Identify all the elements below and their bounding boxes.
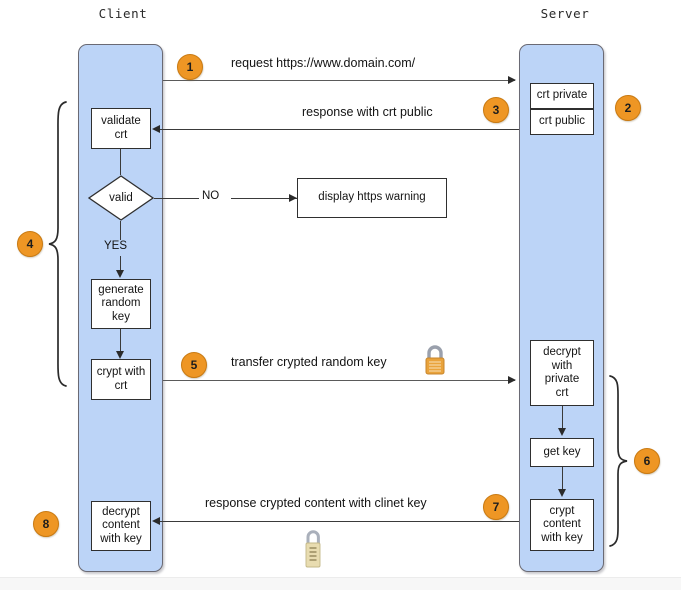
valid-label: valid xyxy=(109,192,133,204)
brace-server-steps xyxy=(606,374,630,548)
padlock-icon-content xyxy=(300,526,326,575)
box-validate-crt: validate crt xyxy=(91,108,151,149)
brace-client-steps xyxy=(46,100,70,388)
step-marker-6: 6 xyxy=(634,448,660,474)
connector-request-line xyxy=(163,80,515,81)
connector-no-right xyxy=(231,198,297,199)
connector-response-content-line xyxy=(159,521,519,522)
box-crypt-content-with-key: crypt content with key xyxy=(530,499,594,551)
client-lane-title: Client xyxy=(98,6,148,21)
connector-no-left xyxy=(154,198,199,199)
arrowhead-to-generate-key xyxy=(115,270,124,278)
box-decrypt-content-with-key: decrypt content with key xyxy=(91,501,151,551)
arrowhead-response-crt xyxy=(152,124,160,133)
connector-transfer-key-line xyxy=(163,380,515,381)
box-display-https-warning: display https warning xyxy=(297,178,447,218)
brace-shape xyxy=(48,101,67,387)
arrowhead-transfer-key xyxy=(508,375,516,384)
brace-shape xyxy=(609,375,628,547)
label-no: NO xyxy=(202,190,220,202)
arrowhead-to-get-key xyxy=(557,428,566,436)
step-marker-3: 3 xyxy=(483,97,509,123)
padlock-icon xyxy=(425,345,445,375)
connector-valid-to-yes xyxy=(120,221,121,240)
box-decrypt-with-private-crt: decrypt with private crt xyxy=(530,340,594,406)
padlock-icon-transfer xyxy=(422,344,448,383)
step-marker-4: 4 xyxy=(17,231,43,257)
connector-yes-to-generate xyxy=(120,256,121,272)
diamond-shape xyxy=(88,175,154,221)
connector-generate-to-crypt xyxy=(120,329,121,354)
message-response-content: response crypted content with clinet key xyxy=(205,496,427,510)
server-lane-title: Server xyxy=(540,6,590,21)
label-yes: YES xyxy=(104,240,128,252)
box-valid-decision: valid xyxy=(88,175,154,221)
padlock-icon xyxy=(305,530,321,568)
step-marker-5: 5 xyxy=(181,352,207,378)
message-request: request https://www.domain.com/ xyxy=(231,56,416,70)
box-crt-public: crt public xyxy=(530,109,594,135)
arrowhead-response-content xyxy=(152,516,160,525)
arrowhead-to-https-warning xyxy=(289,193,297,202)
connector-getkey-to-crypt xyxy=(562,467,563,492)
step-marker-1: 1 xyxy=(177,54,203,80)
box-crypt-with-crt: crypt with crt xyxy=(91,359,151,400)
arrowhead-to-crypt-with-crt xyxy=(115,351,124,359)
message-transfer-key: transfer crypted random key xyxy=(231,355,387,369)
arrowhead-request xyxy=(508,75,516,84)
footer-strip xyxy=(0,577,681,590)
box-get-key: get key xyxy=(530,438,594,467)
connector-response-crt-line xyxy=(159,129,519,130)
arrowhead-to-crypt-content xyxy=(557,489,566,497)
connector-validate-to-valid xyxy=(120,149,121,175)
box-generate-random-key: generate random key xyxy=(91,279,151,329)
connector-decrypt-to-getkey xyxy=(562,406,563,431)
message-response-crt: response with crt public xyxy=(302,105,433,119)
box-crt-private: crt private xyxy=(530,83,594,109)
step-marker-8: 8 xyxy=(33,511,59,537)
step-marker-7: 7 xyxy=(483,494,509,520)
step-marker-2: 2 xyxy=(615,95,641,121)
